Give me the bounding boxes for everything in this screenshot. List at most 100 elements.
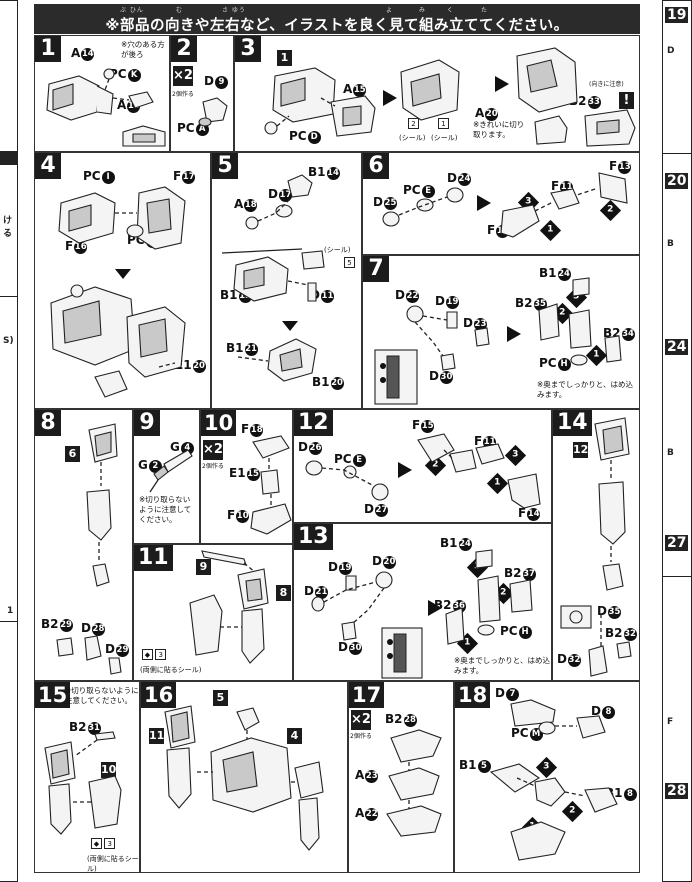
step-18-illustration [489,699,618,861]
right-edge-divider [663,153,691,154]
left-edge-divider [0,621,17,622]
step-16-illustration [164,705,324,851]
step-number: 11 [134,545,173,571]
step-number: 5 [212,153,238,179]
step-17-illustration [386,729,442,837]
quantity-badge: ×2 [173,66,193,86]
step-note: ※きれいに切り取ります。 [473,120,525,139]
step-1-illustration [46,68,166,147]
header-title: ※部品の向きや左右など、イラストを良く見て組み立ててください。 [105,18,569,34]
step-6-panel: 6 D24 PCE D25 F13 F11 F12 1 2 3 [362,152,640,255]
step-18-panel: 18 D7 D8 PCM B15 B18 1 2 3 [454,681,640,873]
right-edge-text: B [667,239,674,249]
step-number: 13 [294,524,333,550]
step-number: 6 [363,153,389,179]
step-number: 4 [35,153,61,179]
subassembly-ref: 5 [213,690,228,706]
left-edge-band [0,151,17,165]
quantity-note: 2個作る [172,91,194,98]
quantity-badge: ×2 [351,710,371,730]
right-edge-text: B [667,448,674,458]
step-number: 14 [553,410,592,436]
warning-icon: ! [619,92,634,109]
step-4-illustration [50,186,186,398]
step-note: ※奥までしっかりと、はめ込みます。 [454,656,550,675]
step-8-illustration [56,423,122,675]
step-3-illustration [264,47,636,147]
step-note: ※切り取らないように注意してください。 [139,495,192,524]
step-14-illustration [560,417,632,677]
left-edge-text: ける [3,216,13,239]
right-edge-text: F [667,717,674,727]
step-number: 1 [35,36,61,62]
step-9-illustration [149,449,193,493]
right-edge-panel: 19 D 20 B 24 B 27 F 28 [662,0,692,882]
sticker-caption: (両側に貼るシール) [140,666,202,674]
step-number: 8 [35,410,61,436]
subassembly-ref: 11 [149,728,165,744]
subassembly-ref: 6 [65,446,80,462]
sticker-ref: 5 [344,257,355,268]
subassembly-ref: 1 [277,50,292,66]
step-12-illustration [305,433,541,509]
step-number: 17 [349,682,385,708]
quantity-note: 2個作る [350,733,372,740]
subassembly-ref: 12 [573,442,589,458]
step-11-illustration [189,550,269,664]
step-16-panel: 16 11 5 4 [140,681,348,873]
step-number: 9 [134,410,160,436]
right-edge-step-number: 20 [665,173,689,189]
sticker-ref: 1 [438,118,449,129]
right-edge-step-number: 19 [665,7,689,23]
step-6-illustration [382,172,628,238]
step-note: ※穴のある方が後ろ [121,40,165,59]
step-5-illustration [221,174,325,382]
sticker-caption: (シール) [399,134,426,142]
sticker-ref: ◆ 3 [142,649,167,660]
step-number: 12 [294,410,333,436]
step-number: 3 [235,36,261,62]
sticker-ref: ◆ 3 [91,838,116,849]
step-number: 18 [455,682,491,708]
step-2-illustration [198,97,228,127]
